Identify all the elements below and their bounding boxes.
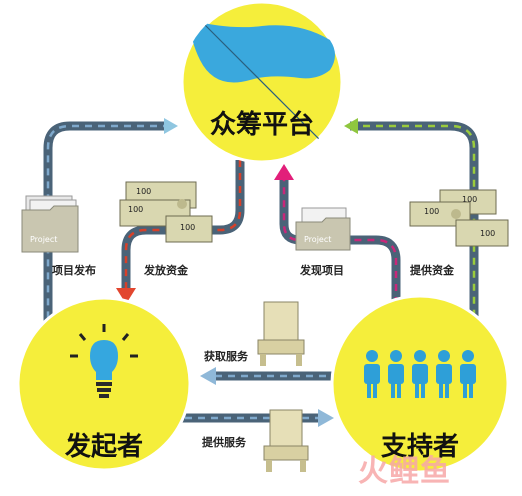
- chair-icon-top: [257, 301, 305, 366]
- supporter-node: [330, 294, 510, 474]
- arrow-service-get: [200, 367, 216, 385]
- people-icon: [364, 350, 476, 398]
- arrow-project-discover: [274, 164, 294, 180]
- money-stack-icon-left: 100 100 100: [119, 181, 213, 243]
- arrow-to-platform-left: [164, 118, 178, 134]
- edge-label-service-get: 获取服务: [204, 350, 248, 363]
- edge-label-funds-release: 发放资金: [144, 264, 188, 277]
- watermark-logo: 火鲤鱼: [358, 454, 451, 489]
- edge-label-service-provide: 提供服务: [202, 436, 246, 449]
- lightbulb-icon: [70, 324, 138, 398]
- platform-node: [180, 0, 344, 164]
- supporter-label: 支持者: [380, 432, 459, 462]
- bill-text: 100: [462, 195, 477, 204]
- platform-label: 众筹平台: [209, 110, 314, 140]
- edge-label-project-discover: 发现项目: [300, 264, 344, 277]
- arrow-service-provide: [318, 409, 334, 427]
- project-folder-text-left: Project: [30, 235, 57, 244]
- initiator-label: 发起者: [64, 432, 143, 462]
- bill-text: 100: [180, 223, 195, 232]
- project-folder-icon-right: Project: [295, 207, 351, 251]
- money-stack-icon-right: 100 100 100: [409, 189, 509, 247]
- bill-text: 100: [128, 205, 143, 214]
- arrow-funds-release: [116, 288, 136, 304]
- initiator-node: [16, 296, 192, 472]
- bill-text: 100: [424, 207, 439, 216]
- chair-icon-bottom: [263, 409, 309, 472]
- project-folder-text-right: Project: [304, 235, 331, 244]
- edge-label-funds-provide: 提供资金: [410, 264, 454, 277]
- arrow-to-platform-right: [344, 118, 358, 134]
- project-folder-icon-left: Project: [21, 195, 79, 253]
- bill-text: 100: [480, 229, 495, 238]
- edge-label-project-publish: 项目发布: [52, 264, 96, 277]
- bill-text: 100: [136, 187, 151, 196]
